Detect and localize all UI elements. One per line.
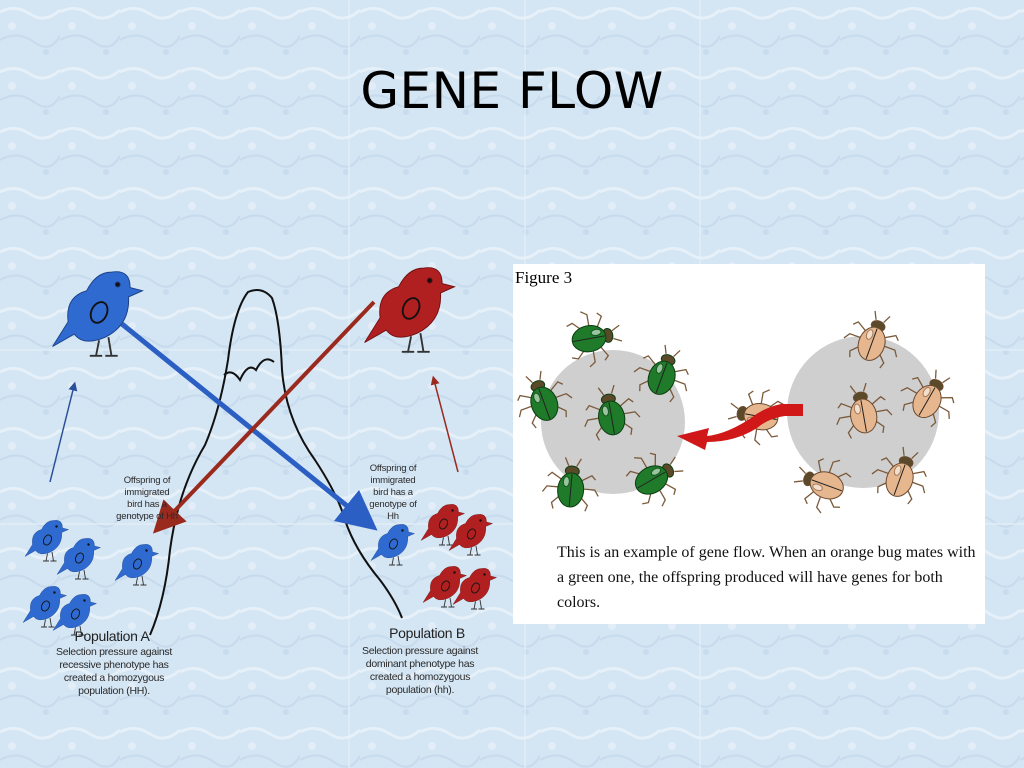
large-blue-bird: [51, 270, 144, 357]
population-b-title: Population B: [389, 625, 465, 641]
large-red-bird: [363, 266, 456, 353]
population-a-bird: [24, 519, 69, 562]
population-b-description: Selection pressure against dominant phen…: [362, 645, 478, 696]
population-a-up-arrow: [49, 381, 78, 483]
gene-flow-bird-diagram: [22, 266, 497, 636]
population-b-up-arrow: [430, 375, 459, 473]
figure-caption: This is an example of gene flow. When an…: [557, 544, 976, 611]
offspring-caption-right: Offspring of immigrated bird has a genot…: [369, 463, 417, 522]
migration-arrow: [677, 404, 803, 450]
population-a-title: Population A: [74, 628, 150, 644]
population-b-bird: [422, 565, 467, 608]
figure-title: Figure 3: [515, 268, 573, 287]
offspring-caption-left: Offspring of immigrated bird has a genot…: [116, 475, 178, 522]
bug-gene-flow-illustration: [513, 303, 968, 520]
blue-migration-arrow: [120, 322, 378, 531]
population-a-description: Selection pressure against recessive phe…: [56, 646, 172, 697]
red-migration-arrow: [152, 300, 376, 534]
figure-3-panel: Figure 3 This is an example of gene flow…: [513, 264, 985, 624]
slide-title: GENE FLOW: [360, 62, 664, 120]
mountain-snowline: [223, 358, 275, 383]
immigrant-offspring-bird-a: [114, 543, 159, 586]
population-a-bird: [56, 537, 101, 580]
immigrant-offspring-bird-b: [370, 523, 415, 566]
